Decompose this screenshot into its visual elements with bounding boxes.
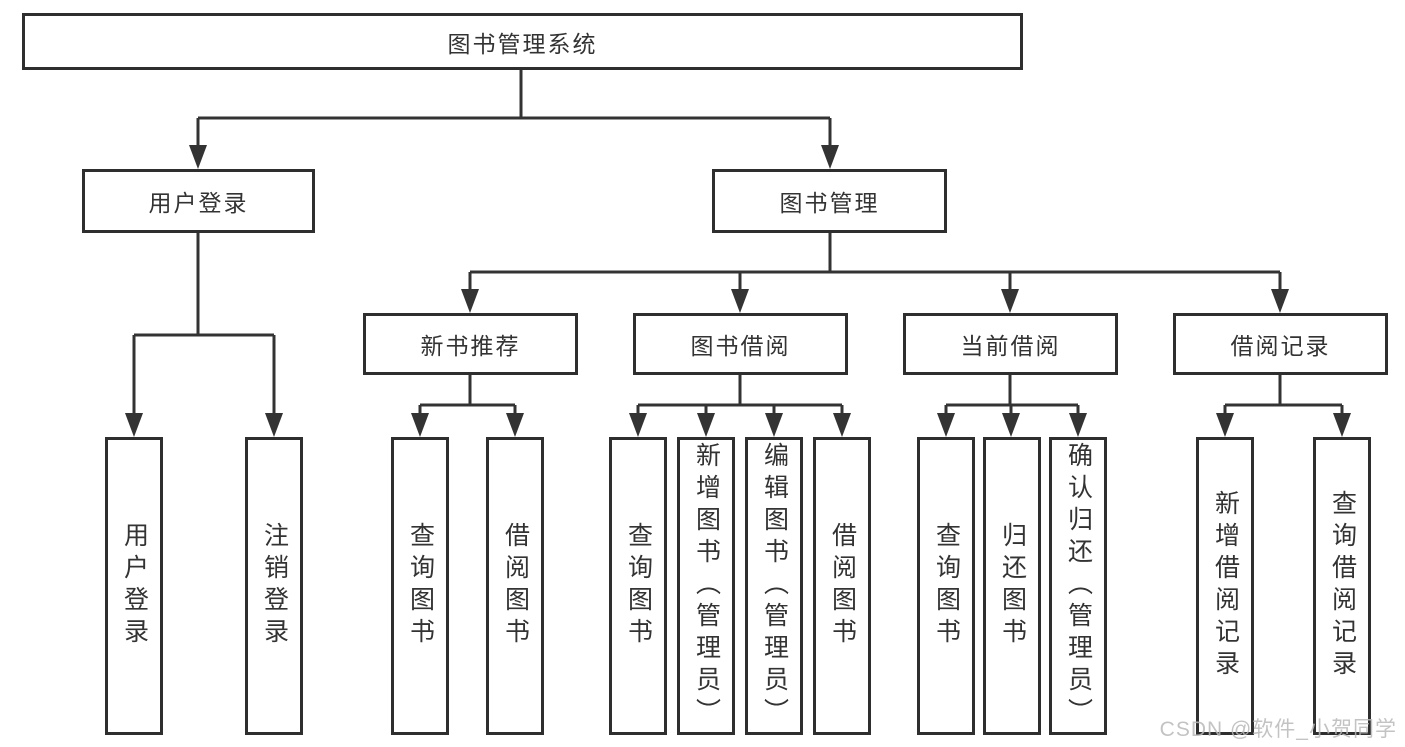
connector-root-tree	[196, 69, 832, 147]
arrowhead-icon	[189, 145, 839, 169]
connector-book-mgmt-tree	[468, 233, 1282, 291]
leaf-borrow-books-2: 借阅图书	[813, 437, 871, 735]
leaf-add-book-admin: 新增图书（管理员）	[677, 437, 735, 735]
leaf-label: 注销登录	[260, 522, 289, 650]
node-book-mgmt-label: 图书管理	[779, 190, 880, 216]
node-book-mgmt: 图书管理	[712, 169, 947, 233]
leaf-label: 查询图书	[932, 522, 961, 650]
arrowhead-icon	[461, 289, 1289, 313]
arrowhead-icon	[937, 413, 1087, 437]
leaf-logout: 注销登录	[245, 437, 303, 735]
leaf-label: 新增借阅记录	[1211, 490, 1240, 682]
arrowhead-icon	[1216, 413, 1351, 437]
node-book-borrow-label: 图书借阅	[690, 333, 791, 359]
connector-new-books-tree	[418, 375, 517, 415]
node-borrow-records: 借阅记录	[1173, 313, 1388, 375]
leaf-label: 借阅图书	[501, 522, 530, 650]
leaf-query-borrow-record: 查询借阅记录	[1313, 437, 1371, 735]
leaf-label: 编辑图书（管理员）	[760, 442, 789, 730]
leaf-label: 归还图书	[998, 522, 1027, 650]
node-user-login: 用户登录	[82, 169, 315, 233]
leaf-label: 用户登录	[120, 522, 149, 650]
leaf-label: 查询借阅记录	[1328, 490, 1357, 682]
leaf-label: 借阅图书	[828, 522, 857, 650]
node-current-borrow: 当前借阅	[903, 313, 1118, 375]
connector-book-borrow-tree	[636, 375, 844, 415]
node-current-borrow-label: 当前借阅	[960, 333, 1061, 359]
leaf-confirm-return-admin: 确认归还（管理员）	[1049, 437, 1107, 735]
node-user-login-label: 用户登录	[148, 190, 249, 216]
connector-borrow-records-tree	[1223, 375, 1344, 415]
leaf-query-books-1: 查询图书	[391, 437, 449, 735]
leaf-return-book: 归还图书	[983, 437, 1041, 735]
arrowhead-icon	[411, 413, 524, 437]
leaf-label: 查询图书	[624, 522, 653, 650]
leaf-query-books-2: 查询图书	[609, 437, 667, 735]
leaf-label: 确认归还（管理员）	[1064, 442, 1093, 730]
arrowhead-icon	[629, 413, 851, 437]
leaf-query-books-3: 查询图书	[917, 437, 975, 735]
node-root: 图书管理系统	[22, 13, 1023, 70]
watermark: CSDN @软件_小贺同学	[1159, 718, 1397, 741]
arrowhead-icon	[125, 413, 283, 437]
node-root-label: 图书管理系统	[447, 30, 598, 57]
node-new-books-label: 新书推荐	[420, 333, 521, 359]
leaf-edit-book-admin: 编辑图书（管理员）	[745, 437, 803, 735]
node-borrow-records-label: 借阅记录	[1230, 333, 1331, 359]
leaf-borrow-books-1: 借阅图书	[486, 437, 544, 735]
node-new-books: 新书推荐	[363, 313, 578, 375]
node-book-borrow: 图书借阅	[633, 313, 848, 375]
leaf-add-borrow-record: 新增借阅记录	[1196, 437, 1254, 735]
connector-current-borrow-tree	[944, 375, 1080, 415]
leaf-label: 新增图书（管理员）	[692, 442, 721, 730]
leaf-label: 查询图书	[406, 522, 435, 650]
leaf-user-login: 用户登录	[105, 437, 163, 735]
connector-user-login-tree	[132, 233, 276, 415]
